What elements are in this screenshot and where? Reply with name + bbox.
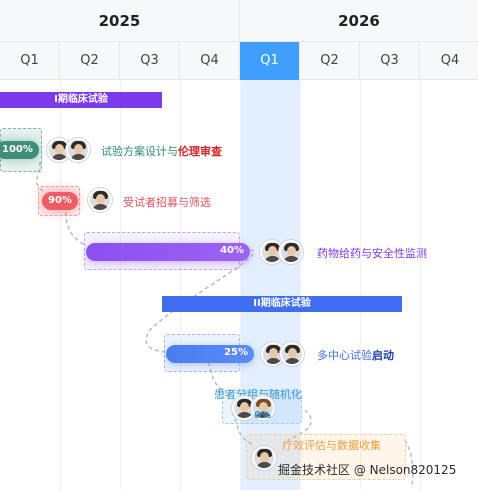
assignee-avatar[interactable] <box>251 396 275 420</box>
task-label-highlight: 伦理审查 <box>178 145 222 158</box>
phase-bar-1[interactable]: I期临床试验 <box>0 92 162 108</box>
task-label[interactable]: 多中心试验启动 <box>317 347 394 363</box>
quarter-label-current[interactable]: Q1 <box>240 42 300 80</box>
task-label[interactable]: 受试者招募与筛选 <box>123 196 211 209</box>
task-label-text: 试验方案设计与 <box>101 145 178 158</box>
task-bar[interactable]: 25% <box>166 345 254 363</box>
phase-label: I期临床试验 <box>54 94 108 105</box>
quarter-label[interactable]: Q2 <box>60 42 120 80</box>
assignee-avatar[interactable] <box>279 240 303 264</box>
assignee-avatar[interactable] <box>66 138 90 162</box>
grid-line <box>60 80 61 490</box>
grid-line <box>240 80 241 490</box>
quarter-label[interactable]: Q3 <box>360 42 420 80</box>
task-progress-label: 0% <box>254 410 271 421</box>
grid-line <box>180 80 181 490</box>
task-progress-badge[interactable]: 100% <box>0 141 39 159</box>
task-label[interactable]: 疗效评估与数据收集 <box>282 439 381 452</box>
quarter-label[interactable]: Q3 <box>120 42 180 80</box>
year-label: 2026 <box>338 12 380 30</box>
task-label[interactable]: 试验方案设计与伦理审查 <box>101 143 222 159</box>
task-progress-label: 40% <box>220 245 244 256</box>
year-label: 2025 <box>0 0 240 42</box>
quarter-label[interactable]: Q2 <box>300 42 360 80</box>
task-ghost <box>246 434 406 480</box>
task-label-highlight: 启动 <box>372 349 394 362</box>
assignee-avatar[interactable] <box>280 342 304 366</box>
grid-line <box>360 80 361 490</box>
phase-bar-2[interactable]: II期临床试验 <box>162 296 402 312</box>
task-progress-label: 25% <box>224 347 248 358</box>
quarter-label[interactable]: Q4 <box>180 42 240 80</box>
quarter-header: Q1 Q2 Q3 Q4 Q1 Q2 Q3 Q4 <box>0 42 478 80</box>
task-label-text: 多中心试验 <box>317 349 372 362</box>
grid-line <box>120 80 121 490</box>
grid-line <box>300 80 301 490</box>
year-header: 2025 2026 <box>0 0 478 42</box>
task-bar[interactable]: 40% <box>86 243 250 261</box>
quarter-label[interactable]: Q4 <box>440 53 460 68</box>
grid-line <box>420 80 421 490</box>
current-quarter-highlight <box>240 80 300 490</box>
assignee-avatar[interactable] <box>261 342 285 366</box>
assignee-avatar[interactable] <box>252 446 276 470</box>
watermark: 掘金技术社区 @ Nelson820125 <box>278 463 457 477</box>
quarter-label[interactable]: Q1 <box>0 42 60 80</box>
phase-label: II期临床试验 <box>253 298 311 309</box>
task-progress-badge[interactable]: 90% <box>42 192 78 210</box>
assignee-avatar[interactable] <box>88 188 112 212</box>
task-label[interactable]: 药物给药与安全性监测 <box>317 247 427 260</box>
